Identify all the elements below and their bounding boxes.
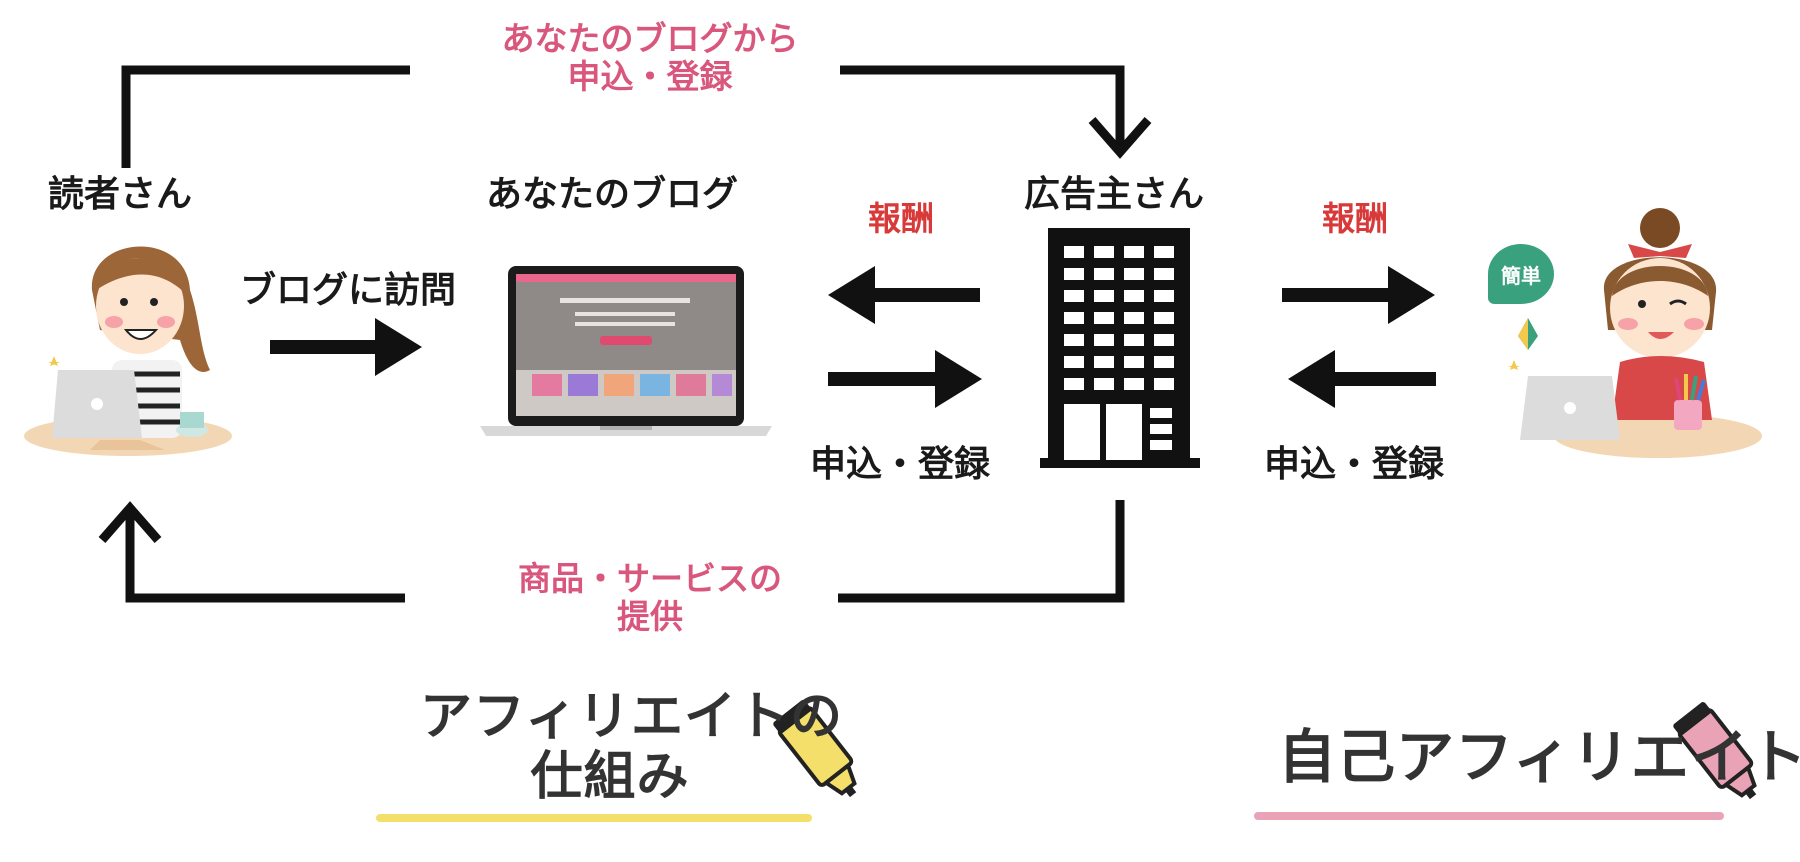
left-reward-arrow [828,266,980,324]
advertiser-label: 広告主さん [1024,174,1205,215]
building-window [1124,246,1144,258]
reader-illustration [24,246,232,456]
building-window [1094,246,1114,258]
building-window [1154,268,1174,280]
building-window [1064,334,1084,346]
building-window [1094,312,1114,324]
building-window [1094,378,1114,390]
left-reward-label: 報酬 [868,199,934,238]
building-window [1064,268,1084,280]
visit-arrow [270,318,422,376]
right-apply-arrow [1288,350,1436,408]
building-window [1064,356,1084,368]
pink-highlight [1254,812,1724,820]
building-window [1064,378,1084,390]
affiliate-caption: アフィリエイトの 仕組み [420,687,843,808]
building-window [1124,356,1144,368]
bottom-flow-label: 商品・サービスの 提供 [470,560,830,636]
building-window [1124,334,1144,346]
visit-label: ブログに訪問 [240,270,457,311]
building-window [1154,378,1174,390]
pink-marker-icon [1673,702,1757,800]
blog-label: あなたのブログ [486,174,739,215]
left-apply-arrow [828,350,982,408]
building-window [1154,334,1174,346]
building-window [1154,290,1174,302]
easy-badge: 簡単 [1488,244,1554,304]
building-window [1124,312,1144,324]
left-apply-label: 申込・登録 [810,444,991,485]
building-window [1154,312,1174,324]
yellow-highlight [376,814,812,822]
right-reward-arrow [1282,266,1435,324]
right-apply-label: 申込・登録 [1264,444,1445,485]
top-flow-label: あなたのブログから 申込・登録 [470,20,830,96]
laptop-icon [480,266,772,436]
yellow-marker-icon [773,700,857,798]
building-window [1094,268,1114,280]
bottom-flow-line2: 提供 [617,596,683,636]
self-affiliate-caption: 自己アフィリエイト [1278,723,1800,791]
reader-label: 読者さん [48,174,193,215]
building-window [1154,356,1174,368]
bottom-flow-line1: 商品・サービスの [518,559,782,598]
building-window [1064,312,1084,324]
self-affiliate-illustration [1508,208,1762,458]
building-window [1154,246,1174,258]
right-reward-label: 報酬 [1322,199,1388,238]
building-window [1124,378,1144,390]
building-window [1124,268,1144,280]
building-window [1094,334,1114,346]
top-flow-connector [121,65,1152,168]
building-window [1064,246,1084,258]
affiliate-caption-line2: 仕組み [530,746,690,807]
building-icon [1040,228,1200,468]
top-flow-line2: 申込・登録 [567,56,733,96]
bottom-flow-connector [98,500,1125,603]
affiliate-caption-line1: アフィリエイトの [420,687,843,747]
top-flow-line1: あなたのブログから [501,19,799,58]
building-window [1094,290,1114,302]
building-window [1094,356,1114,368]
building-window [1124,290,1144,302]
building-window [1064,290,1084,302]
